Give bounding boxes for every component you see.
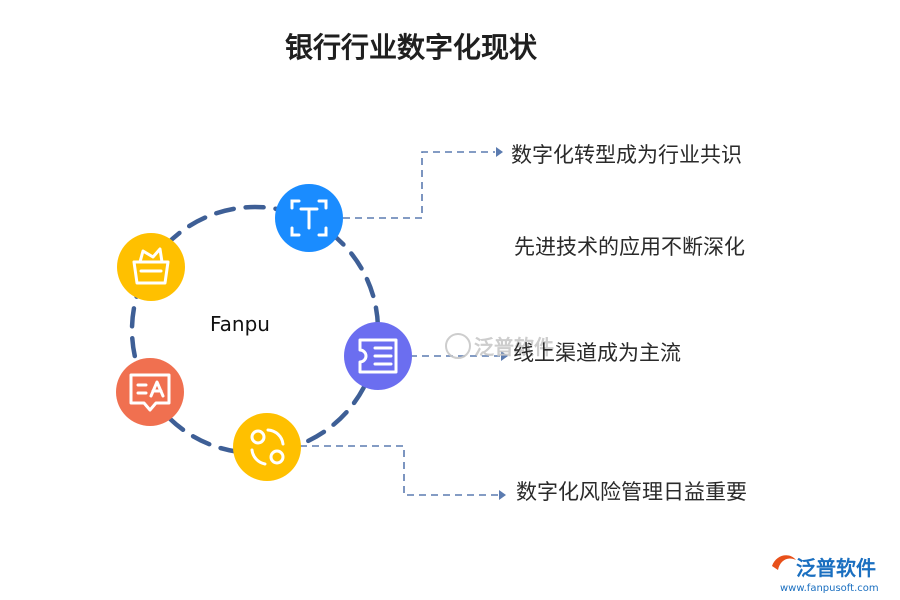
connector-1 bbox=[343, 151, 495, 219]
translate-chat-icon bbox=[116, 358, 184, 426]
connector-4 bbox=[300, 445, 498, 496]
watermark: 泛普软件 bbox=[445, 333, 554, 359]
arrowhead-1 bbox=[496, 147, 503, 157]
item-text-4: 数字化风险管理日益重要 bbox=[516, 480, 747, 504]
brand-logo: 泛普软件 www.fanpusoft.com bbox=[772, 555, 879, 594]
exchange-icon bbox=[233, 413, 301, 481]
item-text-2: 先进技术的应用不断深化 bbox=[514, 235, 745, 259]
item-text-3: 线上渠道成为主流 bbox=[513, 341, 681, 365]
arrowhead-3 bbox=[501, 351, 508, 361]
ticket-list-icon bbox=[344, 322, 412, 390]
item-text-1: 数字化转型成为行业共识 bbox=[511, 143, 742, 167]
connector-lines bbox=[300, 151, 500, 496]
connector-arrowheads bbox=[496, 147, 508, 500]
watermark-logo-icon bbox=[445, 333, 471, 359]
page-title: 银行行业数字化现状 bbox=[285, 31, 538, 64]
shopping-basket-icon bbox=[117, 233, 185, 301]
brand-name: 泛普软件 bbox=[796, 556, 876, 580]
text-recognition-icon bbox=[275, 184, 343, 252]
arrowhead-4 bbox=[499, 490, 506, 500]
watermark-text: 泛普软件 bbox=[474, 335, 554, 359]
brand-logo-icon bbox=[772, 555, 796, 570]
brand-url: www.fanpusoft.com bbox=[780, 583, 879, 594]
center-label: Fanpu bbox=[210, 312, 270, 336]
